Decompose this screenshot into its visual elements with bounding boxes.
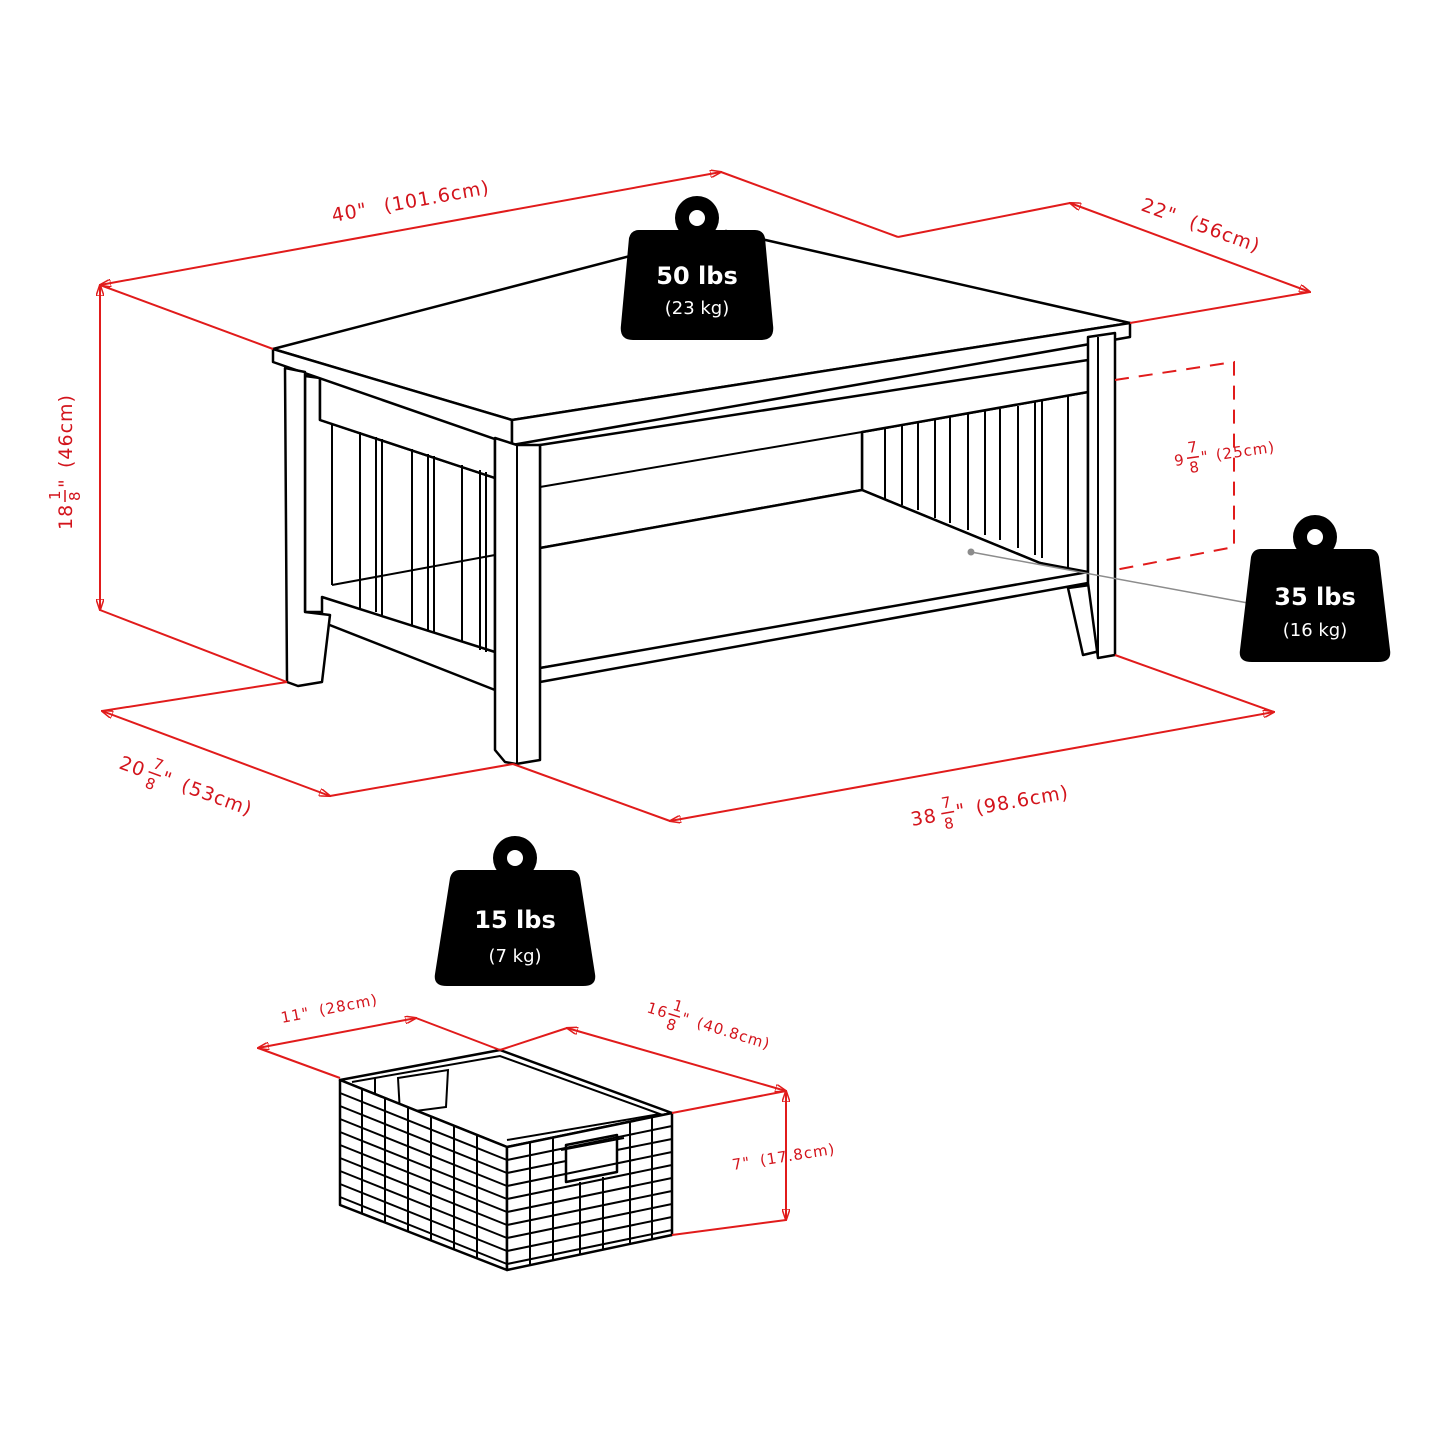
svg-text:(16 kg): (16 kg) [1283,620,1348,641]
woven-basket-drawing [338,1048,674,1272]
weight-badge-basket: 15 lbs (7 kg) [434,836,596,986]
dim-leg-length: 38 7 8 " (98.6cm) [909,781,1070,834]
weight-icon [620,196,774,340]
svg-text:8: 8 [664,1015,679,1035]
dim-basket-length: 16 1 8 " (40.8cm) [645,996,773,1053]
svg-text:(7 kg): (7 kg) [488,946,541,967]
svg-text:(46cm): (46cm) [55,394,77,468]
dim-leg-depth: 20 7 8 " (53cm) [116,752,255,821]
weight-icon [1239,515,1391,662]
svg-text:8: 8 [943,814,957,834]
coffee-table-drawing [271,229,1132,766]
dim-basket-width: 11" (28cm) [279,990,379,1026]
svg-text:(53cm): (53cm) [178,775,255,821]
svg-text:7: 7 [1186,438,1199,457]
right-side-panel [860,390,1090,577]
svg-text:1: 1 [671,996,686,1016]
svg-text:9: 9 [1173,451,1186,470]
front-right-leg [1086,331,1117,660]
svg-text:20: 20 [116,752,148,782]
svg-text:(98.6cm): (98.6cm) [974,781,1070,819]
svg-text:8: 8 [66,490,84,501]
dim-table-length: 40" (101.6cm) [330,177,492,227]
svg-text:15 lbs: 15 lbs [474,906,555,934]
dim-basket-height: 7" (17.8cm) [731,1140,837,1174]
svg-text:8: 8 [1188,458,1201,477]
shelf-weight-leader [970,551,1249,604]
svg-text:1: 1 [46,489,64,500]
svg-text:50 lbs: 50 lbs [656,262,737,290]
dim-shelf-clearance: 9 7 8 " (25cm) [1173,438,1277,477]
svg-text:8: 8 [143,774,159,795]
svg-text:(25cm): (25cm) [1215,438,1277,464]
svg-text:": " [55,478,77,488]
svg-text:": " [954,800,967,823]
weight-badge-shelf: 35 lbs (16 kg) [1239,515,1391,662]
weight-icon [434,836,596,986]
svg-text:7: 7 [940,793,954,813]
svg-text:35 lbs: 35 lbs [1274,583,1355,611]
svg-text:(23 kg): (23 kg) [665,298,730,319]
svg-text:": " [1200,447,1210,466]
svg-text:(40.8cm): (40.8cm) [695,1014,773,1053]
weight-badge-tabletop: 50 lbs (23 kg) [620,196,774,340]
svg-text:38: 38 [909,805,939,831]
dim-table-height: 18 1 8 " (46cm) [46,394,84,530]
dim-table-depth: 22" (56cm) [1138,194,1263,257]
svg-text:16: 16 [645,999,670,1022]
svg-text:18: 18 [55,504,77,530]
